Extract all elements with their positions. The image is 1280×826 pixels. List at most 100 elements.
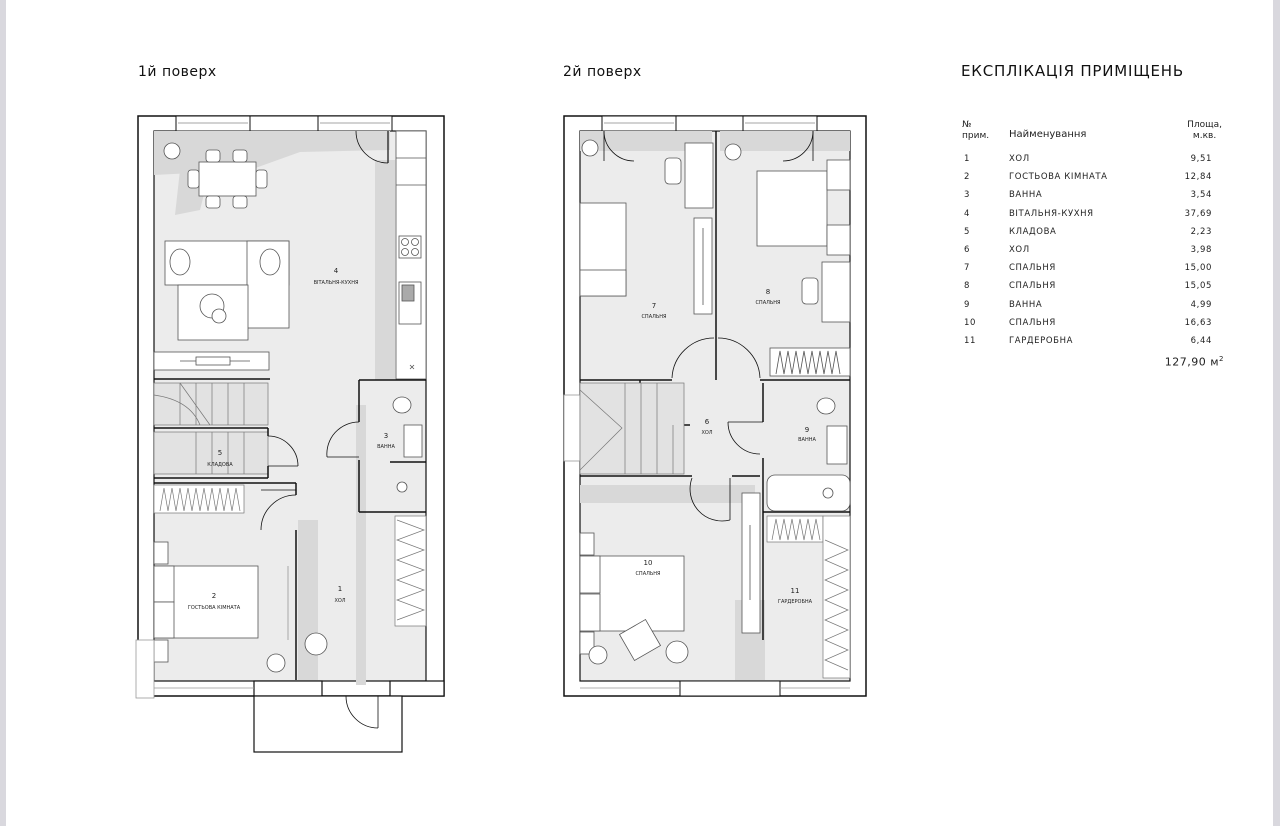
row-number: 3 — [964, 190, 971, 201]
explication-total: 127,90 м2 — [1165, 355, 1224, 369]
row-number: 1 — [964, 154, 971, 164]
row-name: ХОЛ — [1009, 154, 1030, 164]
row-area: 15,05 — [1184, 281, 1212, 292]
floor-1-door-kitchen — [355, 130, 389, 164]
row-number: 5 — [964, 226, 971, 237]
floor-1-title: 1й поверх — [138, 64, 217, 80]
room-5-number: 5 — [218, 449, 222, 457]
floor-2-bathroom-fixtures — [766, 397, 851, 512]
floor-1-doors — [260, 421, 360, 531]
row-area: 3,98 — [1190, 244, 1212, 255]
floor-2-stairs — [579, 382, 685, 475]
table-row: 2 ГОСТЬОВА КІМНАТА 12,84 — [962, 168, 1232, 186]
room-2-name: ГОСТЬОВА КІМНАТА — [188, 605, 241, 611]
table-row: 10 СПАЛЬНЯ 16,63 — [962, 314, 1232, 332]
page-edge-right — [1273, 0, 1280, 826]
floor-2-windows — [563, 115, 850, 697]
floor-1-stairs — [153, 382, 269, 475]
explication-header: № прим. Найменування Площа, м.кв. — [962, 120, 1232, 150]
table-row: 11 ГАРДЕРОБНА 6,44 — [962, 332, 1232, 350]
room-9-number: 9 — [805, 426, 809, 434]
row-number: 7 — [964, 263, 971, 274]
floor-1-bathroom-fixtures — [392, 396, 423, 493]
room-6-name: ХОЛ — [701, 430, 712, 436]
floor-1-tv-unit — [153, 351, 270, 371]
room-4-name: ВІТАЛЬНЯ-КУХНЯ — [314, 280, 359, 286]
floor-2-room-10-furniture — [579, 492, 761, 665]
room-8-name: СПАЛЬНЯ — [755, 300, 780, 306]
row-name: ВАННА — [1009, 190, 1043, 201]
row-area: 3,54 — [1190, 190, 1212, 201]
row-name: СПАЛЬНЯ — [1009, 281, 1056, 292]
room-5-name: КЛАДОВА — [207, 462, 233, 468]
floor-2-wardrobe — [766, 515, 851, 679]
row-area: 2,23 — [1190, 226, 1212, 237]
row-number: 2 — [964, 172, 971, 183]
floor-2-room-labels: 7 СПАЛЬНЯ 8 СПАЛЬНЯ 6 ХОЛ 9 ВАННА 10 СПА… — [635, 288, 816, 605]
room-11-name: ГАРДЕРОБНА — [778, 599, 813, 605]
floor-2-title: 2й поверх — [563, 64, 642, 80]
table-row: 5 КЛАДОВА 2,23 — [962, 223, 1232, 241]
header-area-line2: м.кв. — [1192, 131, 1217, 141]
floor-1-guest-bed — [153, 541, 289, 673]
row-number: 4 — [964, 208, 971, 219]
floor-1-wardrobe — [153, 484, 427, 627]
row-number: 6 — [964, 244, 971, 255]
room-10-name: СПАЛЬНЯ — [635, 571, 660, 577]
room-8-number: 8 — [766, 288, 770, 296]
row-number: 11 — [964, 335, 977, 346]
row-name: СПАЛЬНЯ — [1009, 263, 1056, 274]
row-area: 12,84 — [1184, 172, 1212, 183]
room-6-number: 6 — [705, 418, 710, 426]
row-number: 10 — [964, 317, 977, 328]
room-7-name: СПАЛЬНЯ — [641, 314, 666, 320]
table-row: 6 ХОЛ 3,98 — [962, 241, 1232, 259]
table-row: 4 ВІТАЛЬНЯ-КУХНЯ 37,69 — [962, 205, 1232, 223]
floor-1-porch — [135, 639, 445, 753]
header-number: № прим. — [962, 120, 989, 142]
row-name: СПАЛЬНЯ — [1009, 317, 1056, 328]
room-3-number: 3 — [384, 432, 388, 440]
row-area: 4,99 — [1190, 299, 1212, 310]
row-name: КЛАДОВА — [1009, 226, 1057, 237]
room-2-number: 2 — [212, 592, 216, 600]
header-name: Найменування — [1009, 129, 1087, 140]
row-name: ГОСТЬОВА КІМНАТА — [1009, 172, 1108, 183]
floor-1-room-labels: 4 ВІТАЛЬНЯ-КУХНЯ 5 КЛАДОВА 3 ВАННА 2 ГОС… — [188, 267, 396, 611]
row-area: 15,00 — [1184, 263, 1212, 274]
row-name: ХОЛ — [1009, 244, 1030, 255]
row-name: ГАРДЕРОБНА — [1009, 335, 1073, 346]
header-area-line1: Площа, — [1187, 120, 1222, 130]
room-7-number: 7 — [652, 302, 656, 310]
table-row: 3 ВАННА 3,54 — [962, 186, 1232, 204]
room-10-number: 10 — [644, 559, 653, 567]
header-number-line2: прим. — [962, 131, 990, 141]
row-number: 8 — [964, 281, 971, 292]
table-row: 8 СПАЛЬНЯ 15,05 — [962, 277, 1232, 295]
row-area: 9,51 — [1190, 154, 1212, 164]
floor-2-room-7-furniture — [579, 139, 714, 315]
total-value: 127,90 — [1164, 355, 1207, 369]
room-11-number: 11 — [791, 587, 800, 595]
header-number-line1: № — [962, 120, 972, 130]
floor-2-room-8-furniture — [724, 143, 851, 377]
row-area: 6,44 — [1190, 335, 1212, 346]
room-4-number: 4 — [334, 267, 339, 275]
row-name: ВАННА — [1009, 299, 1043, 310]
floor-1-hall-furniture — [304, 632, 328, 656]
row-area: 16,63 — [1184, 317, 1212, 328]
room-9-name: ВАННА — [798, 437, 816, 443]
total-unit: м — [1210, 355, 1220, 369]
row-area: 37,69 — [1184, 208, 1212, 219]
row-name: ВІТАЛЬНЯ-КУХНЯ — [1009, 208, 1094, 219]
floor-1-kitchen-counter — [395, 130, 427, 380]
header-area: Площа, м.кв. — [1187, 120, 1222, 142]
floor-1-dining-table — [163, 142, 268, 209]
table-row: 1 ХОЛ 9,51 — [962, 150, 1232, 168]
floor-1-windows — [175, 115, 393, 132]
room-1-name: ХОЛ — [334, 598, 345, 604]
